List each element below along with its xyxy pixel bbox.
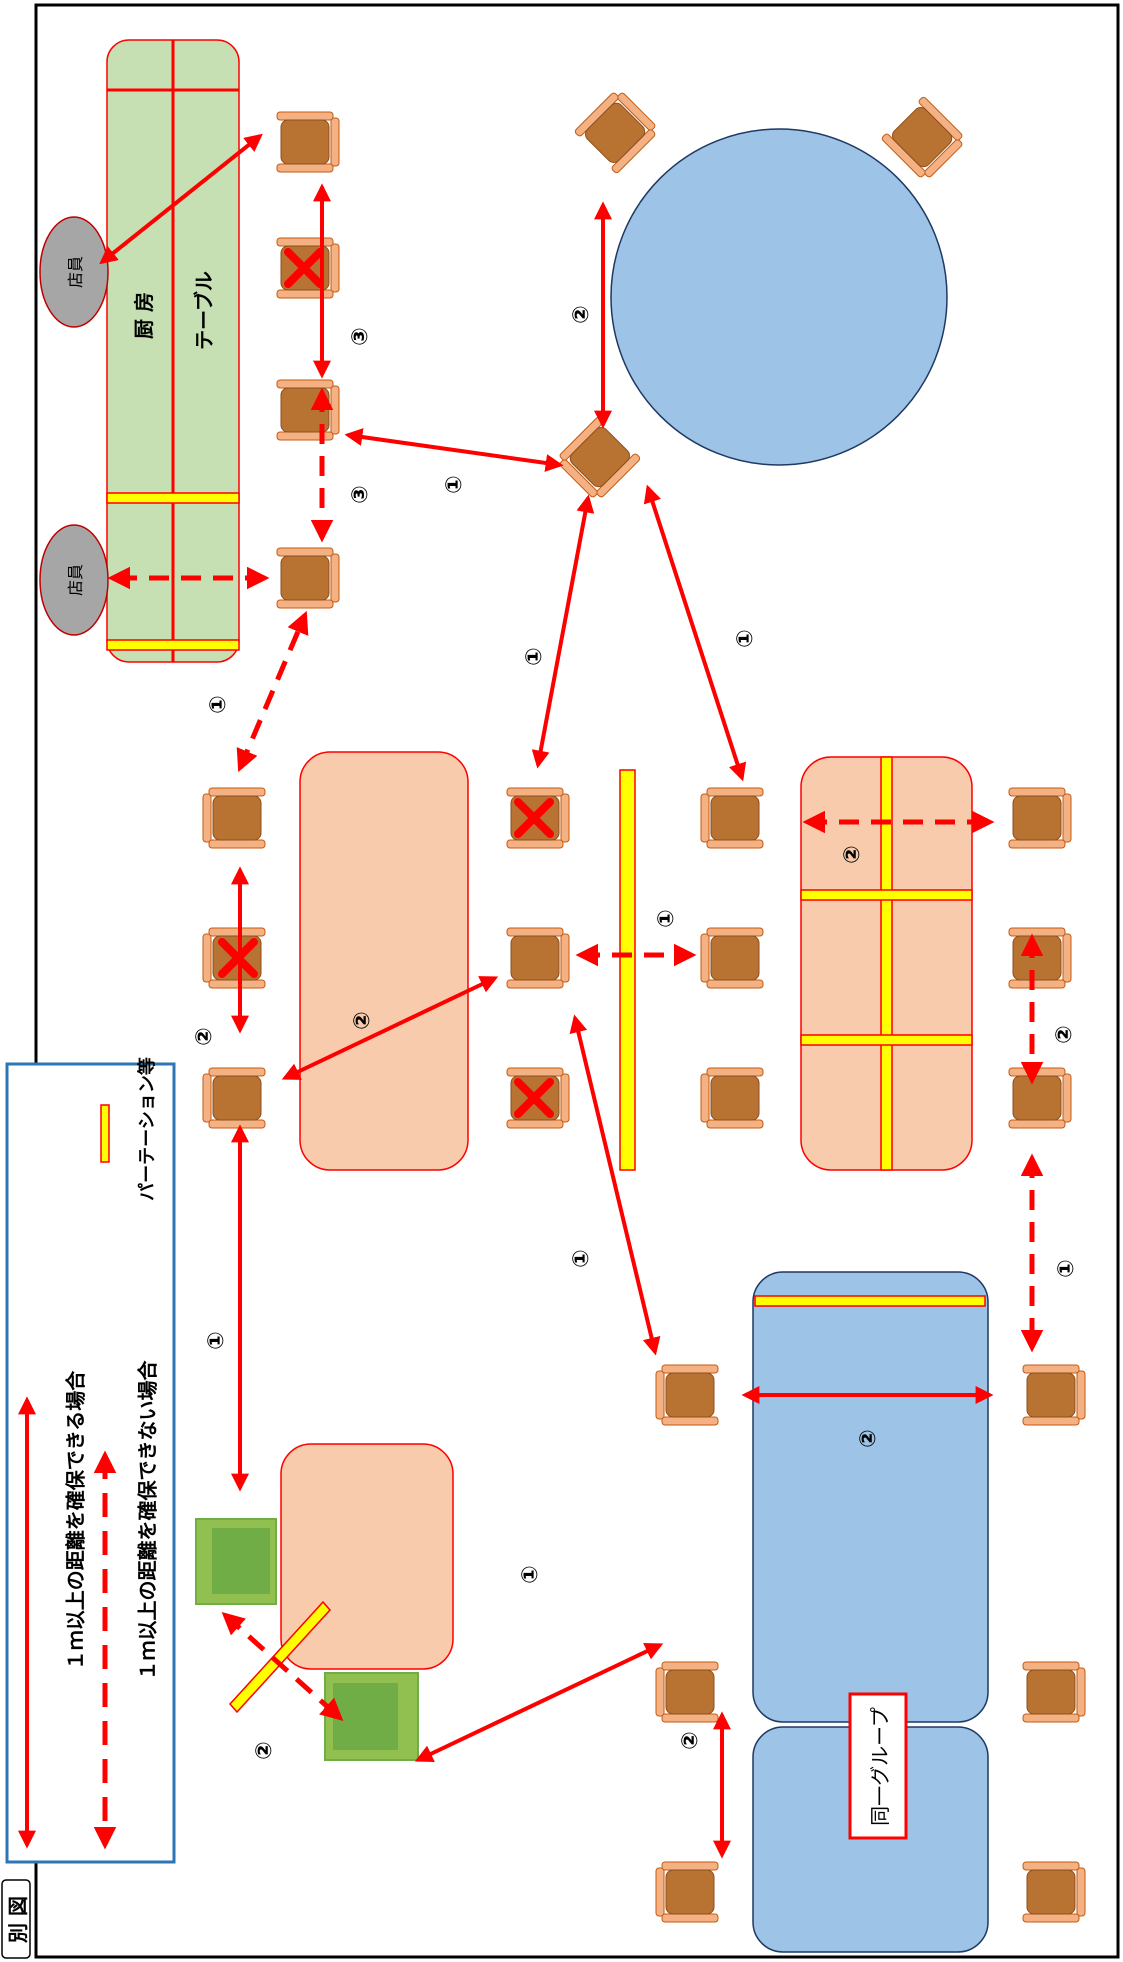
marker-two: ②	[855, 1428, 881, 1448]
marker-one: ①	[441, 474, 467, 494]
chair-unavailable	[506, 1067, 570, 1129]
chair	[276, 547, 340, 609]
marker-one: ①	[568, 1248, 594, 1268]
kitchen-partition	[106, 492, 240, 504]
chair-unavailable	[276, 237, 340, 299]
kitchen-partition	[106, 639, 240, 651]
chair	[700, 787, 764, 849]
distance-arrow-solid	[344, 428, 564, 472]
main-frame	[34, 3, 1120, 1959]
marker-two: ②	[677, 1730, 703, 1750]
chair	[655, 1661, 719, 1723]
cross-mark	[514, 1078, 554, 1118]
marker-two: ②	[191, 1026, 217, 1046]
marker-one: ①	[205, 694, 231, 714]
distance-arrow-solid	[569, 1014, 661, 1356]
marker-one: ①	[203, 1330, 229, 1350]
marker-two: ②	[1051, 1024, 1077, 1044]
distance-arrow-solid	[414, 1643, 664, 1762]
marker-one: ①	[1053, 1258, 1079, 1278]
chair	[276, 111, 340, 173]
chair	[1022, 1661, 1086, 1723]
group-table-upper	[752, 1271, 989, 1723]
legend-dashed-label: １ｍ以上の距離を確保できない場合	[135, 1360, 160, 1680]
marker-three: ③	[347, 484, 373, 504]
distance-arrow-dashed	[236, 610, 309, 773]
group-label: 同一グループ	[867, 1706, 892, 1826]
chair-unavailable	[506, 787, 570, 849]
chair	[1022, 1364, 1086, 1426]
staff-marker	[39, 216, 109, 328]
partition	[800, 889, 973, 901]
distance-arrow-solid	[643, 484, 747, 782]
kitchen-label: 厨 房	[131, 291, 156, 339]
chair	[276, 379, 340, 441]
chair	[1022, 1861, 1086, 1923]
chair	[554, 415, 642, 503]
staff-label: 店員	[66, 255, 86, 289]
marker-one: ①	[732, 628, 758, 648]
figure-label-box	[1, 1879, 31, 1959]
cross-mark	[514, 798, 554, 838]
marker-one: ①	[521, 646, 547, 666]
legend-partition-swatch	[100, 1104, 110, 1163]
staff-label: 店員	[66, 563, 86, 597]
marker-two: ②	[839, 844, 865, 864]
legend-solid-label: １ｍ以上の距離を確保できる場合	[63, 1370, 88, 1670]
round-table	[610, 128, 948, 466]
sofa-seat	[212, 1528, 270, 1594]
figure-label: 別 図	[5, 1895, 30, 1943]
partition	[754, 1295, 986, 1307]
table-center-left	[299, 751, 469, 1171]
marker-one: ①	[517, 1564, 543, 1584]
marker-two: ②	[251, 1740, 277, 1760]
distance-arrow-solid	[99, 133, 263, 265]
chair	[202, 1067, 266, 1129]
marker-one: ①	[653, 908, 679, 928]
distance-arrow-solid	[531, 494, 595, 769]
partition	[880, 756, 893, 1171]
chair	[655, 1861, 719, 1923]
distance-arrow-solid	[281, 976, 499, 1080]
chair	[655, 1364, 719, 1426]
chair	[1008, 1067, 1072, 1129]
chair	[700, 927, 764, 989]
table-label: テーブル	[191, 270, 216, 350]
chair	[700, 1067, 764, 1129]
marker-two: ②	[568, 304, 594, 324]
chair	[573, 87, 661, 175]
chair-unavailable	[202, 927, 266, 989]
chair	[1008, 787, 1072, 849]
chair	[202, 787, 266, 849]
group-label-box	[848, 1692, 908, 1840]
partition	[619, 769, 636, 1171]
distance-arrow-dashed	[221, 1611, 344, 1722]
chair	[880, 95, 968, 183]
marker-two: ②	[349, 1010, 375, 1030]
chair	[1008, 927, 1072, 989]
partition	[800, 1034, 973, 1046]
marker-three: ③	[347, 326, 373, 346]
chair	[506, 927, 570, 989]
legend-partition-label: パーテーション等	[137, 1057, 159, 1201]
sofa-seat	[333, 1683, 398, 1750]
